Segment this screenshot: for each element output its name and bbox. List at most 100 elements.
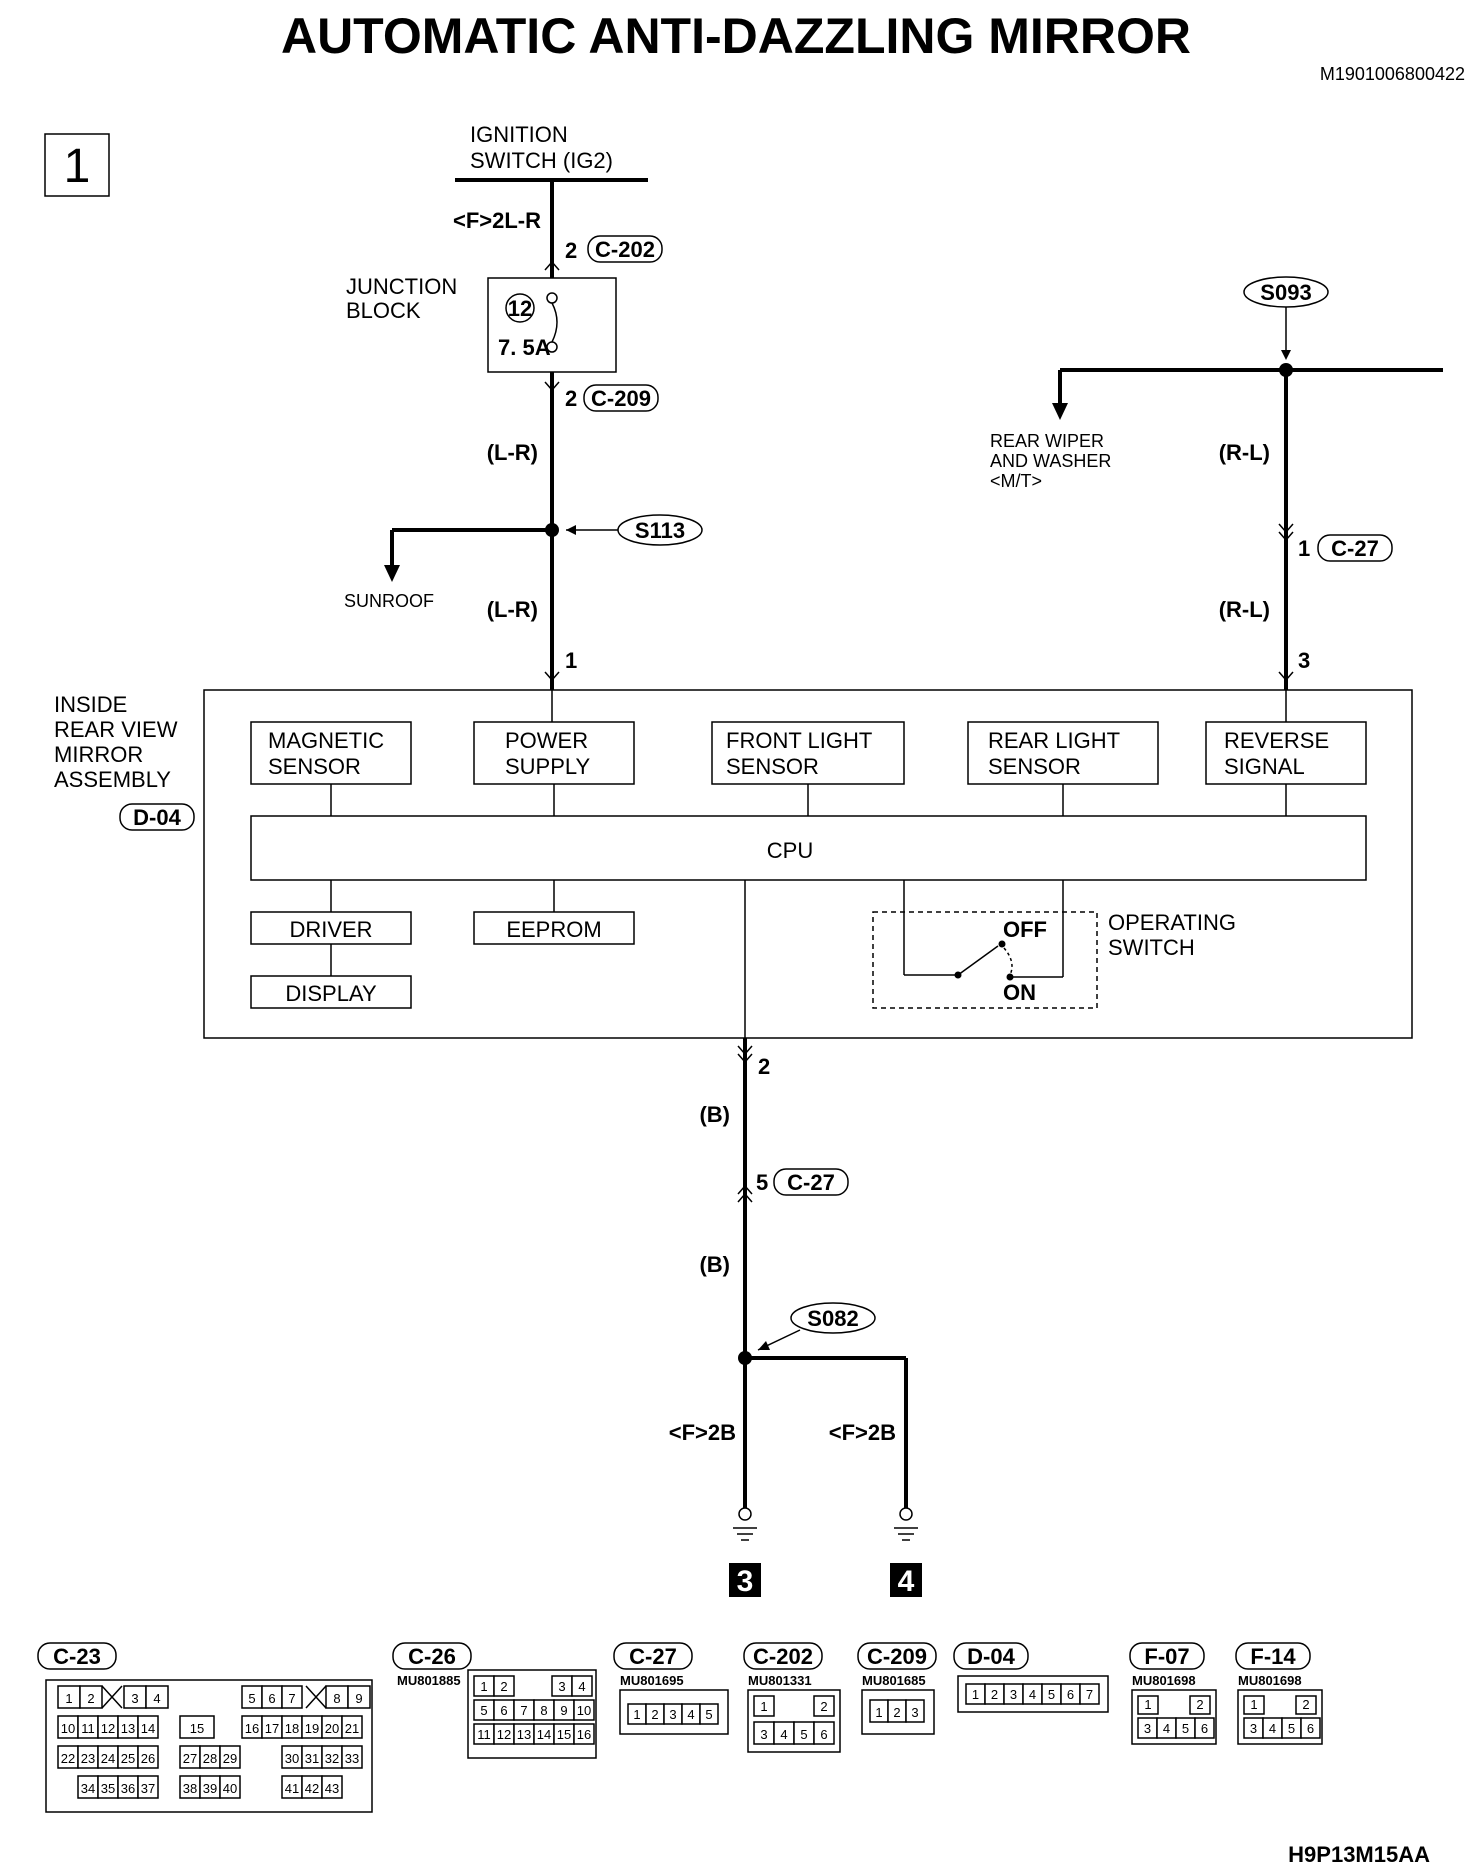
pin-label: 4 <box>578 1679 585 1694</box>
pin-label: 27 <box>183 1751 197 1766</box>
connector-frame <box>857 1642 937 1670</box>
pin-label: 8 <box>333 1691 340 1706</box>
pin-label: 3 <box>558 1679 565 1694</box>
splice-s082: S082 <box>807 1306 858 1331</box>
connector-mark <box>737 1045 753 1056</box>
ground-symbol-icon <box>733 1507 757 1541</box>
connector-mark <box>1278 671 1294 682</box>
pin-label: 5 <box>1288 1721 1295 1736</box>
pin-label: 1 <box>1250 1697 1257 1712</box>
connector-part-number: MU801698 <box>1238 1673 1302 1688</box>
switch-on-label: ON <box>1003 980 1036 1005</box>
right-connector: C-27 <box>1331 536 1379 561</box>
rear-light-label-2: SENSOR <box>988 754 1081 779</box>
connector-name: F-07 <box>1144 1644 1189 1669</box>
pin-label: 1 <box>65 1691 72 1706</box>
jb-out-connector-frame <box>583 384 659 412</box>
pin-label: 14 <box>537 1727 551 1742</box>
pin-label: 5 <box>1048 1687 1055 1702</box>
cpu-block <box>250 815 1367 881</box>
pin-label: 5 <box>1182 1721 1189 1736</box>
pin-cell <box>571 1675 593 1697</box>
magnetic-label-2: SENSOR <box>268 754 361 779</box>
pin-cell <box>905 1699 925 1723</box>
pin-label: 6 <box>500 1703 507 1718</box>
ground-connector: C-27 <box>787 1170 835 1195</box>
pin-cell <box>347 1685 371 1709</box>
pin-cell <box>573 1699 595 1721</box>
pin-label: 2 <box>820 1699 827 1714</box>
pin-cell <box>137 1715 159 1739</box>
blank-pin-mark <box>101 1685 123 1709</box>
connector-frame <box>37 1642 117 1670</box>
magnetic-sensor-block <box>250 721 412 785</box>
pin-cell <box>1243 1695 1265 1715</box>
switch-lever-icon <box>957 945 999 976</box>
reverse-label-2: SIGNAL <box>1224 754 1305 779</box>
pin-label: 13 <box>517 1727 531 1742</box>
fuse-icon <box>551 302 558 343</box>
pin-cell <box>321 1775 343 1799</box>
pin-label: 2 <box>87 1691 94 1706</box>
ground-point-3: 3 <box>737 1565 754 1598</box>
connector-mark <box>737 1192 753 1203</box>
pin-cell <box>813 1695 835 1717</box>
connector-frame <box>953 1642 1029 1670</box>
arrow-down-icon <box>1052 403 1068 420</box>
ground-connector-pin: 5 <box>756 1170 768 1195</box>
ground-wire-code-2: (B) <box>699 1252 730 1277</box>
right-connector-pin: 1 <box>1298 536 1310 561</box>
pin-label: 5 <box>248 1691 255 1706</box>
power-supply-block <box>473 721 635 785</box>
pin-cell <box>179 1715 215 1739</box>
pin-label: 2 <box>1196 1697 1203 1712</box>
cpu-label: CPU <box>767 838 813 863</box>
rear-light-label-1: REAR LIGHT <box>988 728 1120 753</box>
pin-label: 6 <box>268 1691 275 1706</box>
eeprom-block <box>473 911 635 945</box>
display-label: DISPLAY <box>285 981 377 1006</box>
pin-cell <box>219 1775 241 1799</box>
ignition-label-2: SWITCH (IG2) <box>470 148 613 173</box>
pin-label: 26 <box>141 1751 155 1766</box>
pin-label: 7 <box>520 1703 527 1718</box>
pin-label: 12 <box>497 1727 511 1742</box>
pin-label: 2 <box>500 1679 507 1694</box>
pin-label: 7 <box>1086 1687 1093 1702</box>
pin-label: 11 <box>81 1721 95 1736</box>
wiper-label-1: REAR WIPER <box>990 431 1104 451</box>
pin-label: 31 <box>305 1751 319 1766</box>
arrow-down-icon <box>384 565 400 582</box>
left-wire-lower: (L-R) <box>487 597 538 622</box>
connector-mark <box>544 381 560 392</box>
pin-label: 15 <box>190 1721 204 1736</box>
ground-point-4: 4 <box>898 1565 915 1598</box>
pin-cell <box>79 1685 103 1709</box>
pin-label: 3 <box>131 1691 138 1706</box>
pin-label: 5 <box>480 1703 487 1718</box>
splice-s093: S093 <box>1260 280 1311 305</box>
ground-connector-frame <box>773 1168 849 1196</box>
pin-label: 32 <box>325 1751 339 1766</box>
connector-mark <box>1278 523 1294 534</box>
pin-label: 5 <box>800 1727 807 1742</box>
connector-mark <box>737 1053 753 1064</box>
pin-label: 3 <box>1010 1687 1017 1702</box>
power-label-1: POWER <box>505 728 588 753</box>
pin-label: 6 <box>820 1727 827 1742</box>
pin-label: 41 <box>285 1781 299 1796</box>
pin-cell <box>1300 1717 1321 1739</box>
connector-part-number: MU801698 <box>1132 1673 1196 1688</box>
splice-s082-frame <box>790 1302 876 1334</box>
mirror-label-3: MIRROR <box>54 742 143 767</box>
pin-label: 6 <box>1067 1687 1074 1702</box>
